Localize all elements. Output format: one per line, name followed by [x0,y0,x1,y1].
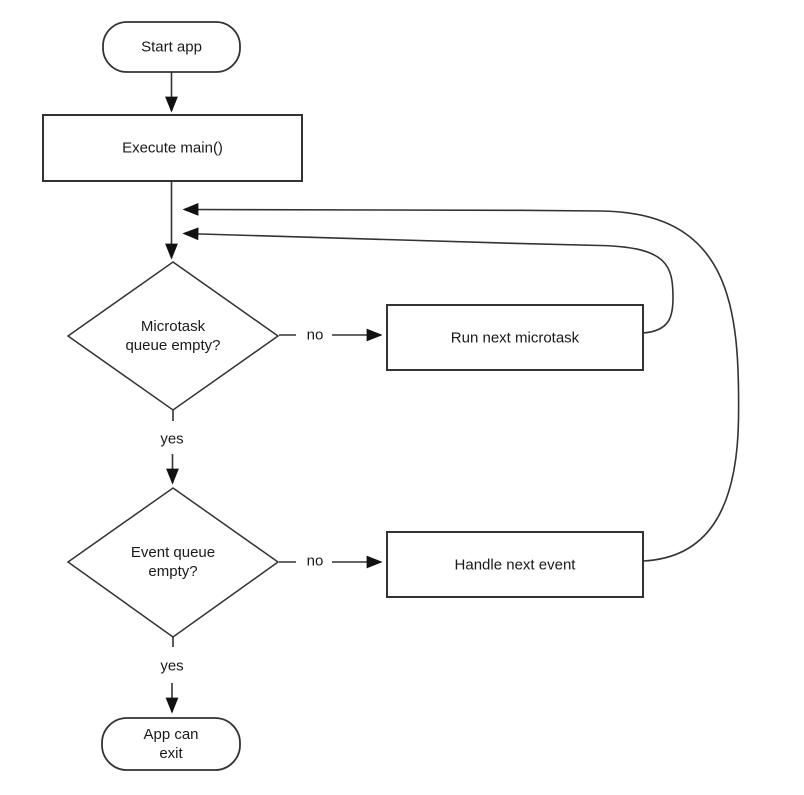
event-decision-shape [66,487,280,638]
start-node-label: Start app [141,38,202,56]
loopback-run-microtask-arrow [182,227,674,334]
handle-event-node-shape [386,531,644,598]
execute-main-node-shape [42,114,303,182]
run-microtask-node-label: Run next microtask [450,329,580,346]
handle-event-node-label: Handle next event [454,556,576,573]
loopback-handle-event-arrow [182,203,740,562]
microtask-no-label: no [304,326,326,344]
microtask-decision-shape [66,261,280,411]
event-no-label: no [304,552,326,570]
execute-main-node-label: Execute main() [122,139,223,157]
event-yes-label: yes [158,657,186,675]
exit-node-shape [101,717,241,771]
start-node-shape [102,21,241,73]
exit-node-label: App can exit [143,726,199,762]
microtask-decision-label: Microtask queue empty? [125,318,221,354]
microtask-yes-label: yes [158,430,186,448]
event-decision-label: Event queue empty? [130,544,216,580]
run-microtask-node-shape [386,304,644,371]
